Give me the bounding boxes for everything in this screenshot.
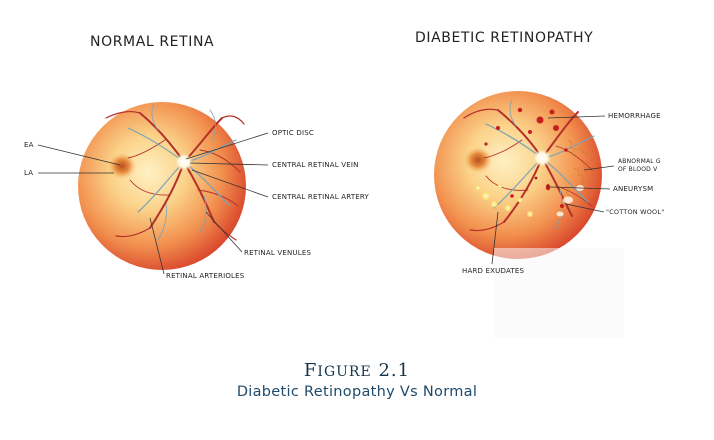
label-aneurysm: ANEURYSM — [613, 185, 654, 193]
figure-word-initial: F — [303, 360, 318, 381]
cotton-wool-spots — [556, 185, 584, 217]
figure-caption-description: Diabetic Retinopathy Vs Normal — [236, 384, 478, 400]
faded-background-patch — [494, 248, 624, 338]
diabetic-retina-fundus — [434, 91, 602, 259]
diabetic-retinopathy-title: DIABETIC RETINOPATHY — [415, 30, 594, 46]
figure-number: 2.1 — [378, 360, 411, 381]
normal-optic-disc — [175, 153, 193, 171]
diabetic-macula — [464, 147, 492, 173]
figure-word-rest: IGURE — [317, 364, 372, 380]
label-cotton-wool: "COTTON WOOL" — [606, 208, 665, 216]
diabetic-optic-disc — [533, 149, 551, 167]
label-abnormal-growth-line1: ABNORMAL G — [618, 158, 661, 165]
normal-macula — [108, 153, 136, 179]
label-optic-disc: OPTIC DISC — [272, 129, 314, 137]
figure-caption-label: FIGURE 2.1 — [0, 360, 714, 381]
label-retinal-arterioles: RETINAL ARTERIOLES — [166, 272, 245, 280]
label-retinal-venules: RETINAL VENULES — [244, 249, 312, 257]
diabetic-retina — [434, 91, 615, 265]
diabetic-leader-lines — [491, 115, 615, 265]
normal-leader-lines — [37, 132, 269, 275]
normal-retina — [37, 102, 269, 275]
label-abnormal-growth-line2: OF BLOOD V — [618, 166, 658, 173]
label-central-retinal-artery: CENTRAL RETINAL ARTERY — [272, 193, 370, 201]
label-hemorrhage: HEMORRHAGE — [608, 112, 661, 120]
hard-exudates — [475, 183, 533, 217]
normal-retina-title: NORMAL RETINA — [90, 34, 215, 50]
hemorrhages — [484, 107, 568, 208]
label-macula: LA — [24, 169, 34, 177]
label-hard-exudates: HARD EXUDATES — [462, 267, 525, 275]
label-central-retinal-vein: CENTRAL RETINAL VEIN — [272, 161, 359, 169]
label-fovea: EA — [24, 141, 34, 149]
aneurysms — [534, 176, 550, 188]
